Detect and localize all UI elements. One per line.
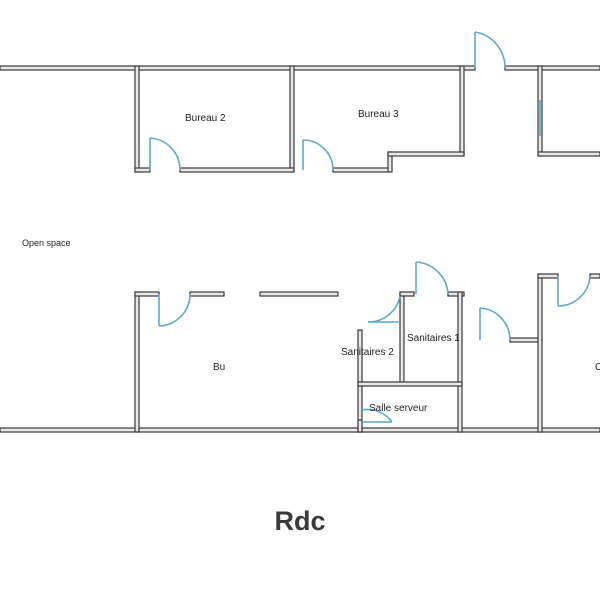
level-label: Rdc [274, 506, 326, 536]
wall-san1-right [457, 291, 463, 433]
room-label-bureau-2: Bureau 2 [185, 113, 226, 124]
wall-right-lower-left [537, 273, 543, 433]
door-serveur-arc [361, 408, 393, 423]
room-label-sanitaires-2: Sanitaires 2 [341, 347, 394, 358]
door-san1-arc [415, 261, 449, 295]
wall-bureau3-right [459, 65, 465, 157]
doors [149, 31, 591, 423]
room-label-sanitaires-1: Sanitaires 1 [407, 333, 460, 344]
wall-bu-top-b [189, 291, 225, 297]
wall-top-left [0, 65, 476, 71]
door-corridor-arc [479, 307, 511, 341]
wall-bureau3-bottom-a [332, 167, 391, 173]
room-label-right-partial: C [595, 362, 600, 373]
walls [0, 65, 600, 433]
door-bureau2-arc [149, 137, 181, 171]
wall-san-mid [399, 291, 405, 385]
wall-corridor-top [509, 337, 543, 343]
door-san2-arc [367, 295, 401, 323]
wall-right-lower-top-b [589, 273, 600, 279]
wall-san1-top-a [399, 291, 415, 297]
wall-right-lower-top-a [537, 273, 559, 279]
door-bureau3-arc [302, 139, 334, 171]
wall-bureau2-bottom-b [179, 167, 295, 173]
wall-bureau2-right [289, 65, 295, 173]
door-bu-arc [158, 293, 191, 327]
wall-serveur-top [357, 381, 463, 387]
room-label-open-space: Open space [22, 238, 71, 248]
room-label-bureau-partial: Bu [213, 362, 225, 373]
wall-bureau2-bottom-a [134, 167, 151, 173]
wall-top-right [504, 65, 600, 71]
wall-bu-top-a [134, 291, 160, 297]
room-label-salle-serveur: Salle serveur [369, 403, 428, 414]
wall-serveur-door-jamb [357, 419, 363, 433]
room-label-bureau-3: Bureau 3 [358, 109, 399, 120]
wall-bureau2-left [134, 65, 140, 173]
wall-bu-top-c [259, 291, 339, 297]
door-entrance-arc [474, 31, 506, 69]
wall-san2-left [357, 329, 363, 433]
wall-bureau3-bottom-b [387, 151, 465, 157]
wall-right-room-bottom [537, 151, 600, 157]
wall-bottom [0, 427, 600, 433]
wall-bu-left [134, 291, 140, 433]
door-right-lower-arc [557, 275, 591, 307]
